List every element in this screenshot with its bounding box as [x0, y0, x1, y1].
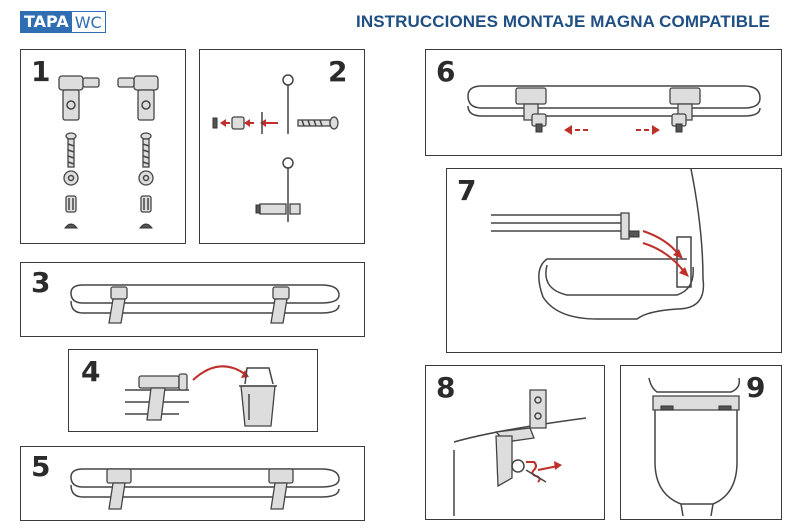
hinge-icon [106, 468, 132, 510]
step-number: 4 [81, 355, 101, 388]
hinge-icon [515, 87, 547, 133]
toilet-mounting-illustration [491, 168, 705, 320]
screw-icon [297, 116, 339, 130]
logo-wc: WC [70, 11, 106, 33]
step-2-panel: 2 [199, 49, 365, 244]
hinge-icon [117, 75, 159, 121]
step-9-panel: 9 [620, 365, 782, 520]
hinge-pin-assembly-illustration [212, 74, 339, 222]
logo-tapa: TAPA [20, 11, 71, 33]
hinge-icon [268, 468, 294, 510]
page-title: INSTRUCCIONES MONTAJE MAGNA COMPATIBLE [356, 12, 770, 31]
hinge-icon [494, 389, 547, 488]
hinge-fixing-illustration [453, 389, 587, 516]
hinge-icon [669, 87, 701, 133]
step-6-panel: 6 [425, 49, 782, 156]
step-7-panel: 7 [446, 168, 782, 353]
seat-hinges-reattached-illustration [70, 468, 340, 510]
washer-icon [63, 170, 154, 186]
step-8-panel: 8 [425, 365, 605, 520]
step-number: 7 [457, 174, 477, 207]
nut-icon [231, 116, 245, 130]
finished-toilet-illustration [648, 377, 741, 517]
toilet-icon [654, 410, 738, 517]
assembled-pin-icon [255, 157, 301, 222]
seat-hinge-pins-illustration [467, 85, 761, 135]
hinge-icon [270, 286, 290, 324]
screw-icon [140, 132, 152, 168]
step-number: 8 [436, 371, 456, 404]
screw-hole-icon [511, 459, 525, 473]
step-number: 9 [746, 371, 766, 404]
hinge-pin-icon [282, 74, 294, 134]
screw-icon [65, 132, 77, 168]
toilet-icon [676, 236, 692, 288]
step-number: 2 [328, 55, 348, 88]
step-3-panel: 3 [20, 262, 365, 337]
step-number: 5 [31, 450, 51, 483]
seat-with-hinges-illustration [70, 284, 340, 324]
hinge-icon [58, 75, 100, 121]
hinge-icon [108, 286, 128, 324]
discard-parts-illustration [125, 365, 277, 427]
step-1-panel: 1 [20, 49, 186, 244]
hinge-parts-illustration [58, 75, 159, 229]
step-number: 1 [31, 55, 51, 88]
anchor-icon [65, 195, 152, 213]
hinge-icon [138, 373, 188, 421]
trash-bin-icon [239, 367, 277, 427]
step-4-panel: 4 [68, 349, 318, 432]
step-number: 6 [436, 55, 456, 88]
step-5-panel: 5 [20, 446, 365, 521]
step-number: 3 [31, 266, 51, 299]
